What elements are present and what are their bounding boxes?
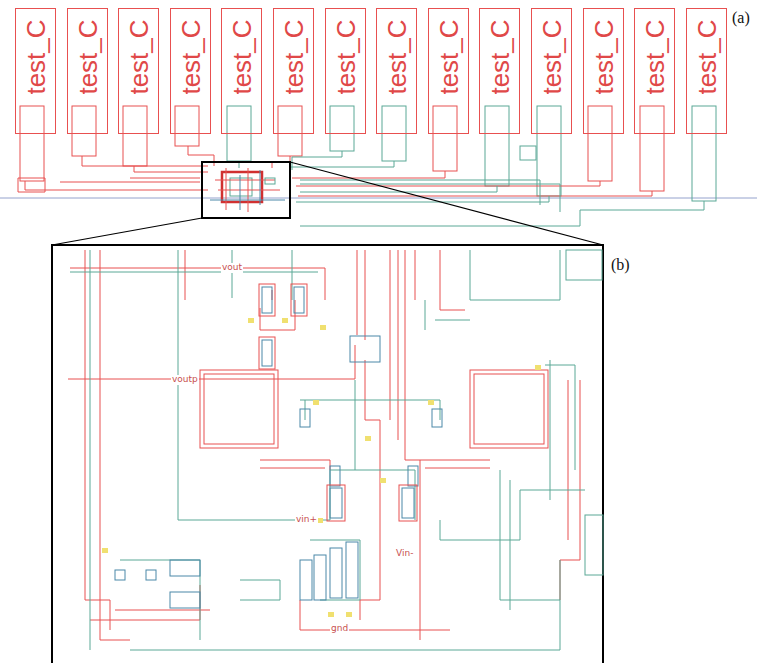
test-cell: test_C [170,8,211,134]
panel-label: (b) [611,256,630,274]
test-cell: test_C [634,8,675,134]
cell-name: test_C [178,19,204,94]
test-cell: test_C [118,8,159,134]
cell-name: test_C [281,19,307,94]
cell-name: test_C [23,19,49,94]
cell-name: test_C [436,19,462,94]
net-label: vout [221,263,243,273]
test-cell: test_C [15,8,56,134]
net-label: Vin- [395,549,414,559]
cell-name: test_C [333,19,359,94]
cell-name: test_C [75,19,101,94]
test-cell: test_C [479,8,520,134]
cell-name: test_C [642,19,668,94]
cell-name: test_C [694,19,720,94]
test-cell: test_C [531,8,572,134]
cell-name: test_C [126,19,152,94]
panel-label: (a) [732,9,750,27]
cell-name: test_C [591,19,617,94]
test-cell: test_C [273,8,314,134]
net-label: voutp [171,375,199,385]
cell-name: test_C [487,19,513,94]
test-cell: test_C [583,8,624,134]
cell-name: test_C [229,19,255,94]
net-label: gnd [330,624,349,634]
cell-name: test_C [384,19,410,94]
cell-name: test_C [539,19,565,94]
test-cell: test_C [221,8,262,134]
test-cell: test_C [428,8,469,134]
test-cell: test_C [325,8,366,134]
test-cell: test_C [376,8,417,134]
test-cell: test_C [686,8,727,134]
test-cell: test_C [67,8,108,134]
net-label: vin+ [295,515,318,525]
